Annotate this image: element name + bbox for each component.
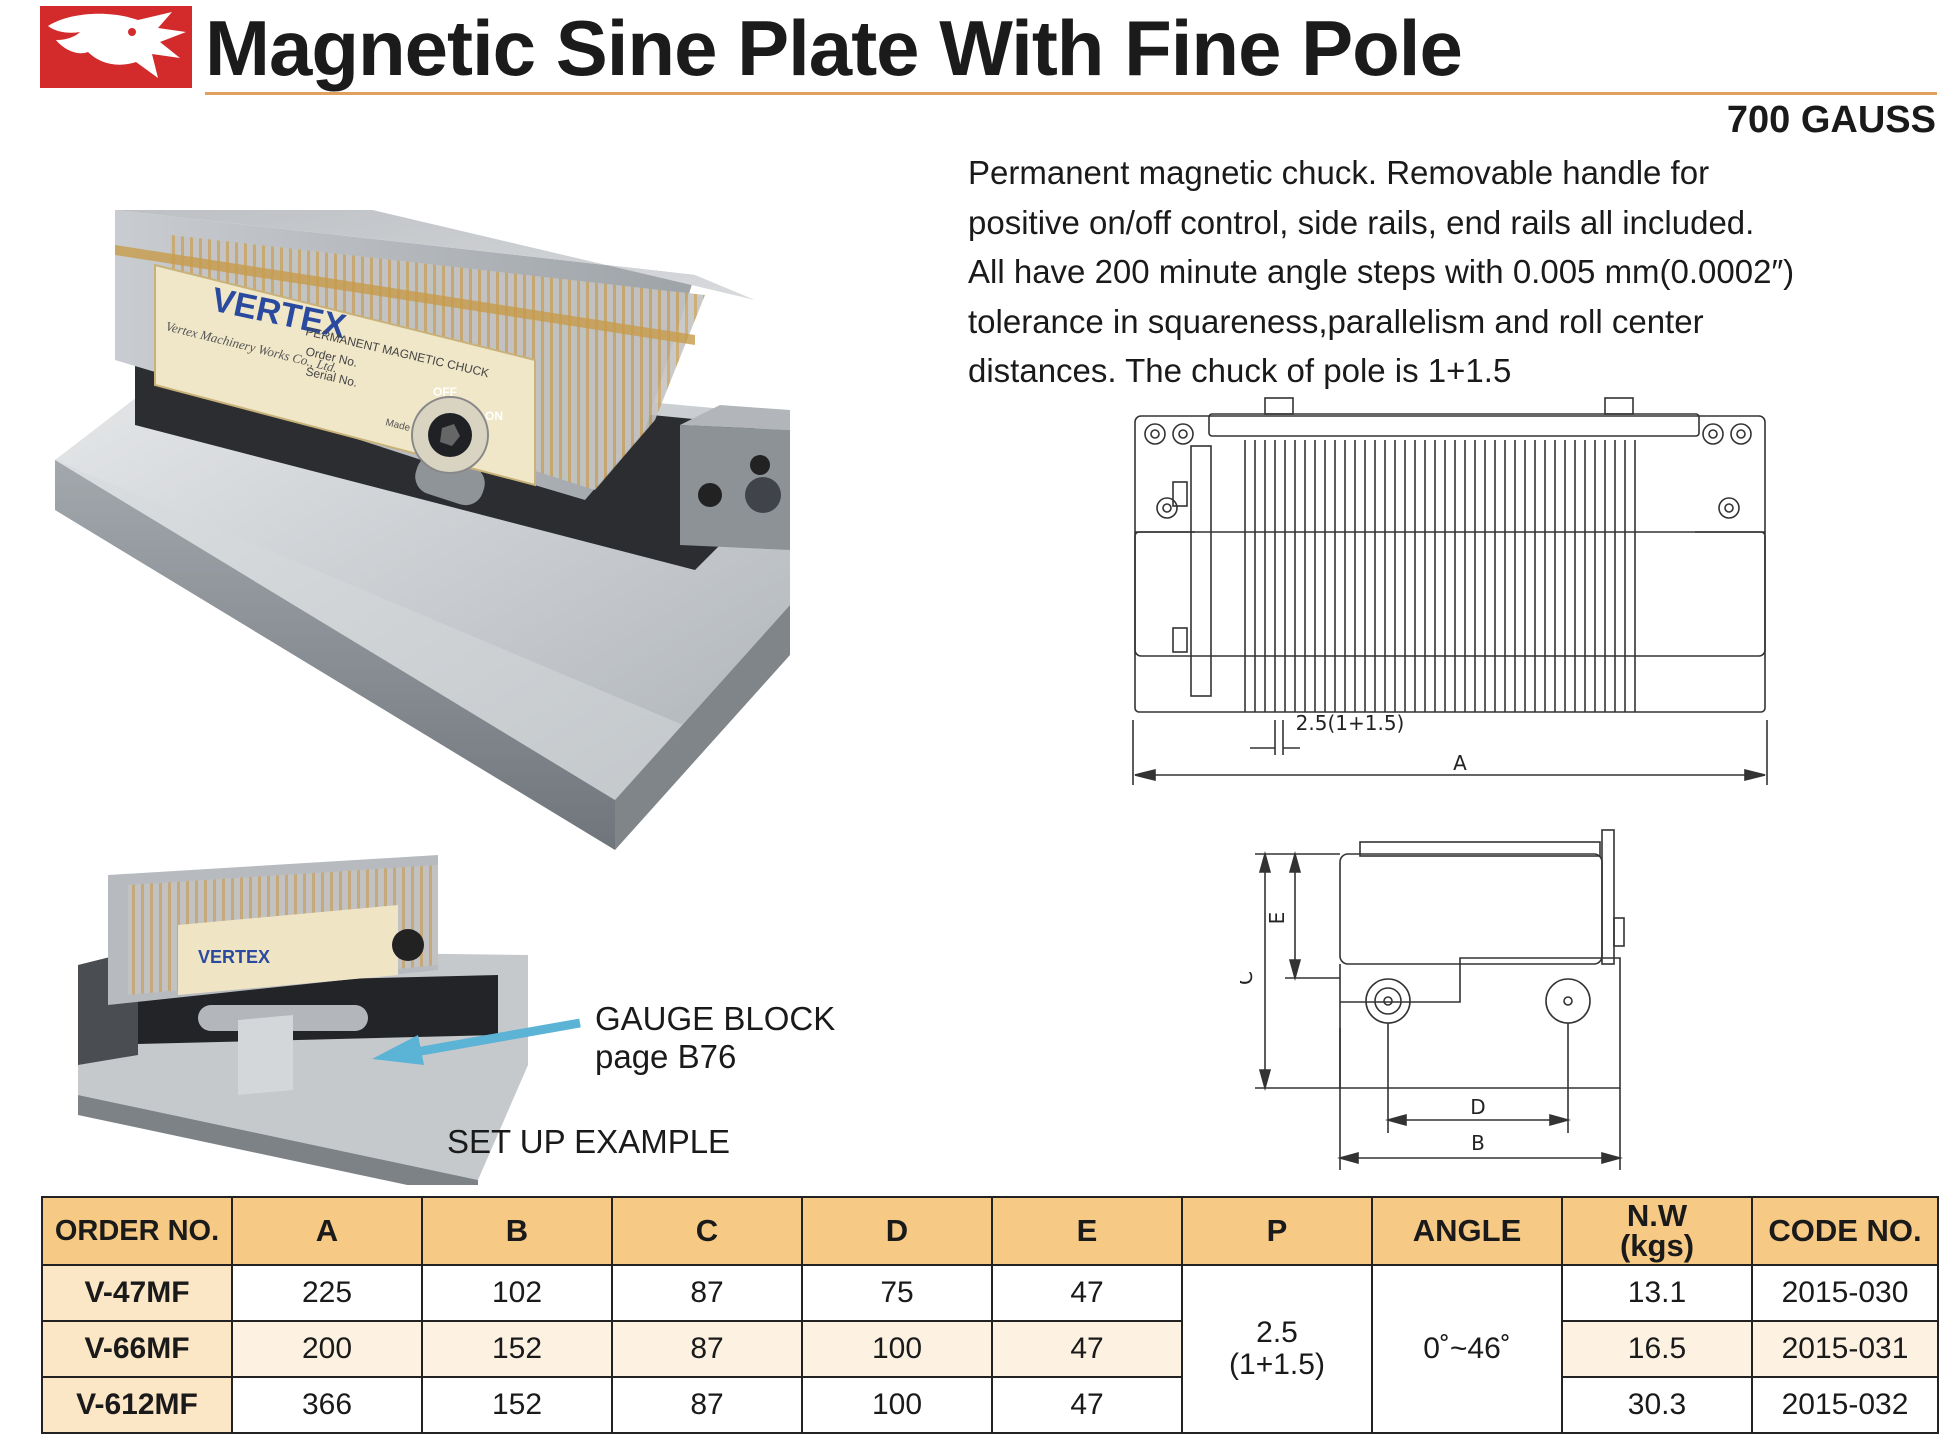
column-header-p: P [1181,1196,1373,1266]
gauss-rating: 700 GAUSS [1726,99,1936,141]
arrow-icon [372,1018,581,1065]
value-e: 47 [991,1376,1183,1434]
column-header-d: D [801,1196,993,1266]
dimension-d: D [1470,1095,1485,1119]
value-code: 2015-031 [1751,1320,1939,1378]
value-weight: 30.3 [1561,1376,1753,1434]
dimension-a: A [1453,751,1467,775]
weight-header-line-1: N.W [1626,1198,1688,1233]
value-weight: 13.1 [1561,1264,1753,1322]
weight-header-line-2: (kgs) [1619,1228,1695,1263]
column-header-order: ORDER NO. [41,1196,233,1266]
value-b: 102 [421,1264,613,1322]
description-line: distances. The chuck of pole is 1+1.5 [968,352,1512,389]
product-photo: VERTEX PERMANENT MAGNETIC CHUCK Order No… [55,210,790,850]
switch-on-label: ON [485,409,503,423]
dimension-e: E [1265,912,1289,925]
description-line: positive on/off control, side rails, end… [968,203,1755,241]
value-weight: 16.5 [1561,1320,1753,1378]
order-number: V-66MF [41,1320,233,1378]
value-b: 152 [421,1376,613,1434]
value-d: 100 [801,1376,993,1434]
side-view-drawing: D B C E [1240,829,1625,1170]
value-a: 225 [231,1264,423,1322]
setup-caption: SET UP EXAMPLE [447,1123,731,1160]
value-p: 2.5 (1+1.5) [1181,1264,1373,1434]
specification-table: ORDER NO. A B C D E P ANGLE N.W (kgs) CO… [41,1196,1939,1434]
description-line: Permanent magnetic chuck. Removable hand… [968,154,1710,191]
setup-plate-brand: VERTEX [198,947,270,967]
column-header-weight: N.W (kgs) [1561,1196,1753,1266]
title-underline [205,92,1937,95]
page-title: Magnetic Sine Plate With Fine Pole [205,4,1463,92]
value-c: 87 [611,1264,803,1322]
column-header-e: E [991,1196,1183,1266]
value-a: 366 [231,1376,423,1434]
value-c: 87 [611,1320,803,1378]
value-d: 75 [801,1264,993,1322]
value-e: 47 [991,1320,1183,1378]
value-angle: 0˚~46˚ [1371,1264,1563,1434]
dimension-b: B [1471,1131,1485,1155]
column-header-angle: ANGLE [1371,1196,1563,1266]
column-header-b: B [421,1196,613,1266]
order-number: V-612MF [41,1376,233,1434]
value-a: 200 [231,1320,423,1378]
gauge-block-page: page B76 [595,1038,737,1075]
value-c: 87 [611,1376,803,1434]
order-number: V-47MF [41,1264,233,1322]
value-code: 2015-032 [1751,1376,1939,1434]
p-value-line-2: (1+1.5) [1229,1348,1325,1381]
value-code: 2015-030 [1751,1264,1939,1322]
brand-logo [40,6,192,88]
gauge-block-label: GAUGE BLOCK page B76 [595,1000,835,1076]
top-view-drawing: 2.5(1+1.5) A [1132,397,1768,785]
description-line: All have 200 minute angle steps with 0.0… [968,253,1795,290]
switch-off-label: OFF [433,385,457,399]
column-header-code: CODE NO. [1751,1196,1939,1266]
product-description: Permanent magnetic chuck. Removable hand… [968,148,1908,396]
p-value-line-1: 2.5 [1256,1316,1298,1349]
value-d: 100 [801,1320,993,1378]
pitch-dimension: 2.5(1+1.5) [1296,711,1405,735]
column-header-c: C [611,1196,803,1266]
value-b: 152 [421,1320,613,1378]
dimension-c: C [1240,971,1257,985]
setup-example-photo: VERTEX [78,855,528,1185]
table-row: V-612MF 366 152 87 100 47 30.3 2015-032 [41,1376,1939,1434]
table-header-row: ORDER NO. A B C D E P ANGLE N.W (kgs) CO… [41,1196,1939,1266]
value-e: 47 [991,1264,1183,1322]
table-row: V-47MF 225 102 87 75 47 2.5 (1+1.5) 0˚~4… [41,1264,1939,1434]
gauge-block-title: GAUGE BLOCK [595,1000,836,1037]
eagle-logo-icon [40,6,192,88]
description-line: tolerance in squareness,parallelism and … [968,302,1704,340]
column-header-a: A [231,1196,423,1266]
table-row: V-66MF 200 152 87 100 47 16.5 2015-031 [41,1320,1939,1378]
pole-lines [1244,440,1636,712]
